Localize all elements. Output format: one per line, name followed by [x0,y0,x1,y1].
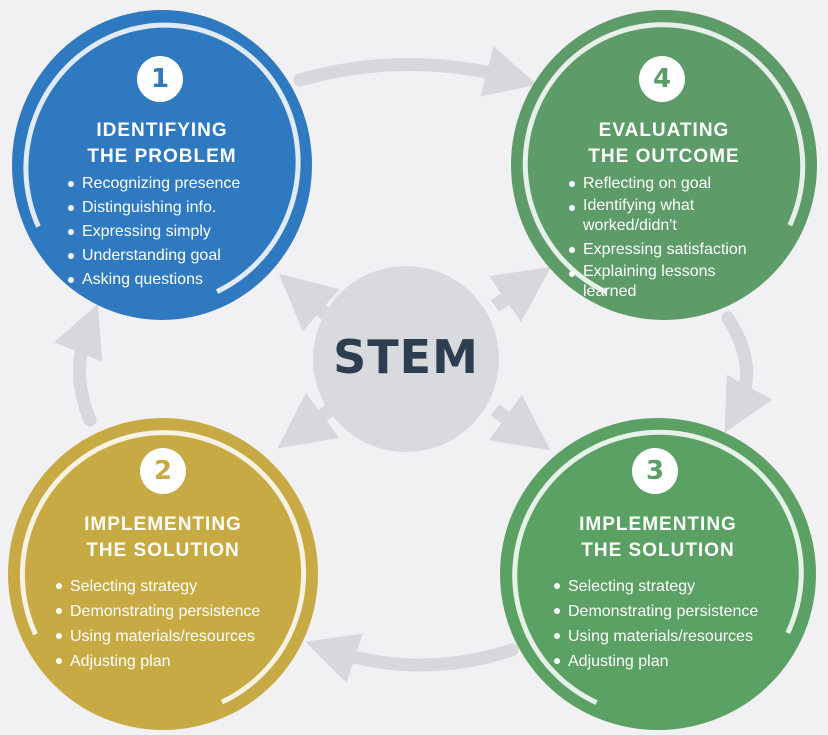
stage-item-list: Selecting strategy Demonstrating persist… [54,574,260,674]
list-item: Demonstrating persistence [552,599,758,624]
center-circle: STEM [313,266,499,452]
spoke-to-4 [489,266,551,322]
stage-number-badge: 1 [137,56,183,102]
spoke-to-3 [488,394,551,451]
stage-number-badge: 3 [632,448,678,494]
stage-number-badge: 2 [140,448,186,494]
list-item: Identifying what worked/didn't [567,196,747,236]
arrow-3-to-2 [305,633,519,683]
stage-evaluate-circle: 4 EVALUATING THE OUTCOME Reflecting on g… [511,10,817,320]
stage-item-list: Recognizing presence Distinguishing info… [66,172,240,292]
arrow-1-to-4 [293,46,538,97]
list-item: Adjusting plan [552,649,758,674]
arrow-2-to-1 [54,303,103,427]
list-item: Reflecting on goal [567,172,747,196]
list-item: Expressing satisfaction [567,238,747,262]
list-item: Explaining lessons learned [567,262,747,302]
stage-title: IMPLEMENTING THE SOLUTION [84,514,242,561]
list-item: Selecting strategy [54,574,260,599]
list-item: Recognizing presence [66,172,240,196]
stage-identify-circle: 1 IDENTIFYING THE PROBLEM Recognizing pr… [12,10,312,320]
list-item: Selecting strategy [552,574,758,599]
stage-title: IMPLEMENTING THE SOLUTION [579,514,737,561]
stage-implement-right-circle: 3 IMPLEMENTING THE SOLUTION Selecting st… [500,418,816,730]
spoke-to-2 [277,392,340,449]
stage-title: EVALUATING THE OUTCOME [588,120,740,167]
stage-implement-left-circle: 2 IMPLEMENTING THE SOLUTION Selecting st… [8,418,318,730]
stage-item-list: Selecting strategy Demonstrating persist… [552,574,758,674]
list-item: Expressing simply [66,220,240,244]
list-item: Distinguishing info. [66,196,240,220]
list-item: Demonstrating persistence [54,599,260,624]
list-item: Using materials/resources [54,624,260,649]
arrow-4-to-3 [721,311,773,433]
stage-number-badge: 4 [639,56,685,102]
list-item: Using materials/resources [552,624,758,649]
list-item: Understanding goal [66,244,240,268]
list-item: Adjusting plan [54,649,260,674]
stage-title: IDENTIFYING THE PROBLEM [87,120,237,167]
stage-item-list: Reflecting on goal Identifying what work… [567,172,747,304]
center-label: STEM [333,330,479,384]
list-item: Asking questions [66,268,240,292]
